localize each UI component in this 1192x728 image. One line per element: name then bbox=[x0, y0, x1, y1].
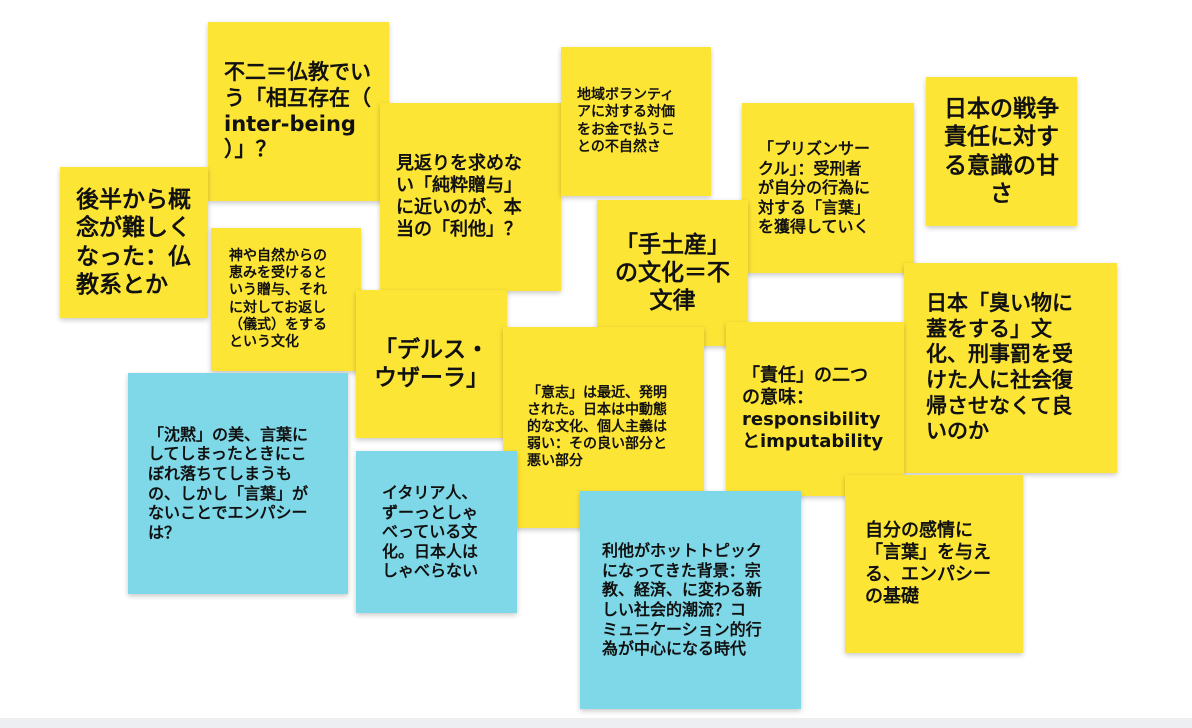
note-text: 見返りを求めな い「純粋贈与」 に近いのが、本 当の「利他」？ bbox=[396, 153, 522, 240]
sticky-note[interactable]: 日本の戦争 責任に対す る意識の甘 さ bbox=[926, 77, 1077, 226]
note-text: 後半から概 念が難しく なった：仏 教系とか bbox=[76, 187, 191, 298]
note-text: 自分の感情に 「言葉」を与え る、エンパシー の基礎 bbox=[865, 520, 991, 607]
note-text: 日本「臭い物に 蓋をする」文 化、刑事罰を受 けた人に社会復 帰させなくて良 い… bbox=[926, 291, 1073, 444]
sticky-note[interactable]: 「沈黙」の美、言葉に してしまったときにこ ぼれ落ちてしまうも の、しかし「言葉… bbox=[128, 373, 348, 594]
note-text: 「意志」は最近、発明 された。日本は中動態 的な文化、個人主義は 弱い：その良い… bbox=[527, 384, 667, 470]
note-text: 「手土産」 の文化＝不 文律 bbox=[615, 231, 730, 315]
note-text: 「責任」の二つ の意味： responsibility とimputabilit… bbox=[742, 365, 884, 452]
sticky-note[interactable]: 不二＝仏教でい う「相互存在（ inter-being ）」？ bbox=[208, 22, 389, 201]
note-text: 日本の戦争 責任に対す る意識の甘 さ bbox=[944, 96, 1059, 207]
sticky-note[interactable]: 「責任」の二つ の意味： responsibility とimputabilit… bbox=[726, 322, 904, 496]
sticky-note[interactable]: 見返りを求めな い「純粋贈与」 に近いのが、本 当の「利他」？ bbox=[380, 103, 561, 291]
sticky-note[interactable]: 「デルス・ ウザーラ」 bbox=[356, 290, 507, 438]
note-text: 「デルス・ ウザーラ」 bbox=[374, 336, 489, 391]
note-text: 利他がホットトピック になってきた背景：宗 教、経済、に変わる新 しい社会的潮流… bbox=[602, 541, 763, 659]
note-text: 神や自然からの 恵みを受けると いう贈与、それ に対してお返し （儀式）をする … bbox=[229, 248, 327, 350]
note-text: イタリア人、 ずーっとしゃ べっている文 化。日本人は しゃべらない bbox=[382, 483, 479, 581]
bottom-scroll-strip bbox=[0, 718, 1192, 728]
note-text: 「沈黙」の美、言葉に してしまったときにこ ぼれ落ちてしまうも の、しかし「言葉… bbox=[148, 424, 309, 542]
sticky-note[interactable]: 利他がホットトピック になってきた背景：宗 教、経済、に変わる新 しい社会的潮流… bbox=[580, 491, 801, 709]
sticky-note[interactable]: 日本「臭い物に 蓋をする」文 化、刑事罰を受 けた人に社会復 帰させなくて良 い… bbox=[904, 263, 1117, 473]
sticky-note[interactable]: 自分の感情に 「言葉」を与え る、エンパシー の基礎 bbox=[845, 475, 1023, 653]
sticky-note[interactable]: イタリア人、 ずーっとしゃ べっている文 化。日本人は しゃべらない bbox=[356, 451, 517, 613]
note-text: 「プリズンサー クル」：受刑者 が自分の行為に 対する「言葉」 を獲得していく bbox=[758, 139, 871, 237]
sticky-note[interactable]: 後半から概 念が難しく なった：仏 教系とか bbox=[60, 167, 208, 318]
sticky-note[interactable]: 地域ボランティ アに対する対価 をお金で払うこ との不自然さ bbox=[561, 47, 711, 196]
note-text: 不二＝仏教でい う「相互存在（ inter-being ）」？ bbox=[224, 60, 371, 162]
note-text: 地域ボランティ アに対する対価 をお金で払うこ との不自然さ bbox=[577, 87, 675, 155]
sticky-note[interactable]: 神や自然からの 恵みを受けると いう贈与、それ に対してお返し （儀式）をする … bbox=[211, 228, 361, 371]
sticky-note[interactable]: 「手土産」 の文化＝不 文律 bbox=[597, 200, 748, 346]
sticky-note[interactable]: 「プリズンサー クル」：受刑者 が自分の行為に 対する「言葉」 を獲得していく bbox=[742, 103, 914, 273]
